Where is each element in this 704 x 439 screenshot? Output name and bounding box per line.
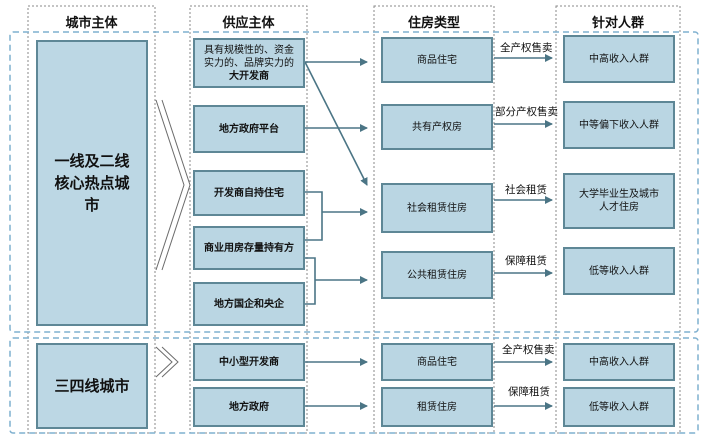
target-mid-low-income: 中等偏下收入人群 — [563, 101, 675, 149]
supply-local-gov-platform: 地方政府平台 — [193, 105, 305, 153]
housing-rental-tier2: 租赁住房 — [381, 387, 493, 427]
housing-commercial-tier2: 商品住宅 — [381, 343, 493, 381]
housing-social-rental-label: 社会租赁住房 — [407, 202, 467, 214]
target-mid-high-income-tier2-label: 中高收入人群 — [589, 356, 649, 368]
housing-shared-ownership-label: 共有产权房 — [412, 121, 462, 133]
edge-label-partial-ownership: 部分产权售卖 — [495, 106, 558, 118]
housing-public-rental-label: 公共租赁住房 — [407, 269, 467, 281]
target-mid-low-income-label: 中等偏下收入人群 — [579, 119, 659, 131]
edge-label-subsidized-rental-tier2: 保障租赁 — [508, 386, 550, 398]
city-tier2: 三四线城市 — [36, 343, 148, 429]
edge-label-subsidized-rental: 保障租赁 — [505, 255, 547, 267]
target-graduates-talent-label: 大学毕业生及城市人才住房 — [579, 189, 659, 213]
housing-commercial: 商品住宅 — [381, 37, 493, 83]
supply-local-gov-platform-label: 地方政府平台 — [219, 123, 279, 135]
housing-commercial-label: 商品住宅 — [417, 54, 457, 66]
city-tier1: 一线及二线核心热点城市 — [36, 40, 148, 326]
header-supply: 供应主体 — [222, 16, 275, 31]
supply-local-gov-label: 地方政府 — [229, 401, 269, 413]
supply-big-developer-line1: 具有规模性的、资金 — [204, 44, 294, 56]
supply-soe-label: 地方国企和央企 — [214, 298, 284, 310]
supply-small-developer-label: 中小型开发商 — [219, 356, 279, 368]
supply-to-housing-arrows — [304, 58, 368, 305]
supply-big-developer-line2: 实力的、品牌实力的 — [204, 57, 294, 69]
edge-label-full-ownership: 全产权售卖 — [500, 42, 553, 54]
supply-commercial-holder: 商业用房存量持有方 — [193, 226, 305, 270]
housing-rental-tier2-label: 租赁住房 — [417, 401, 457, 413]
target-mid-high-income-tier2: 中高收入人群 — [563, 343, 675, 381]
supply-big-developer-bold: 大开发商 — [229, 70, 269, 82]
header-target: 针对人群 — [591, 16, 644, 31]
housing-shared-ownership: 共有产权房 — [381, 104, 493, 150]
chevron-arrows — [155, 99, 191, 378]
supply-soe: 地方国企和央企 — [193, 282, 305, 326]
supply-developer-held-label: 开发商自持住宅 — [214, 187, 284, 199]
tier2-arrows — [305, 358, 553, 410]
target-low-income-label: 低等收入人群 — [589, 265, 649, 277]
header-housing: 住房类型 — [407, 16, 460, 31]
supply-small-developer: 中小型开发商 — [193, 343, 305, 381]
target-mid-high-income-label: 中高收入人群 — [589, 53, 649, 65]
city-tier2-label: 三四线城市 — [54, 377, 130, 395]
target-low-income: 低等收入人群 — [563, 247, 675, 295]
header-city: 城市主体 — [65, 16, 118, 31]
target-mid-high-income: 中高收入人群 — [563, 35, 675, 83]
tier-frames — [9, 31, 699, 434]
supply-commercial-holder-label: 商业用房存量持有方 — [204, 242, 294, 254]
city-tier1-label: 一线及二线核心热点城市 — [54, 152, 130, 214]
supply-local-gov: 地方政府 — [193, 387, 305, 427]
housing-commercial-tier2-label: 商品住宅 — [417, 356, 457, 368]
supply-big-developer: 具有规模性的、资金 实力的、品牌实力的 大开发商 — [193, 38, 305, 88]
housing-to-target-arrows — [494, 54, 553, 277]
edge-label-full-ownership-tier2: 全产权售卖 — [502, 344, 555, 356]
housing-public-rental: 公共租赁住房 — [381, 251, 493, 299]
target-low-income-tier2-label: 低等收入人群 — [589, 401, 649, 413]
housing-social-rental: 社会租赁住房 — [381, 183, 493, 233]
supply-developer-held: 开发商自持住宅 — [193, 170, 305, 216]
target-graduates-talent: 大学毕业生及城市人才住房 — [563, 173, 675, 229]
edge-label-social-rental: 社会租赁 — [505, 184, 547, 196]
target-low-income-tier2: 低等收入人群 — [563, 387, 675, 427]
